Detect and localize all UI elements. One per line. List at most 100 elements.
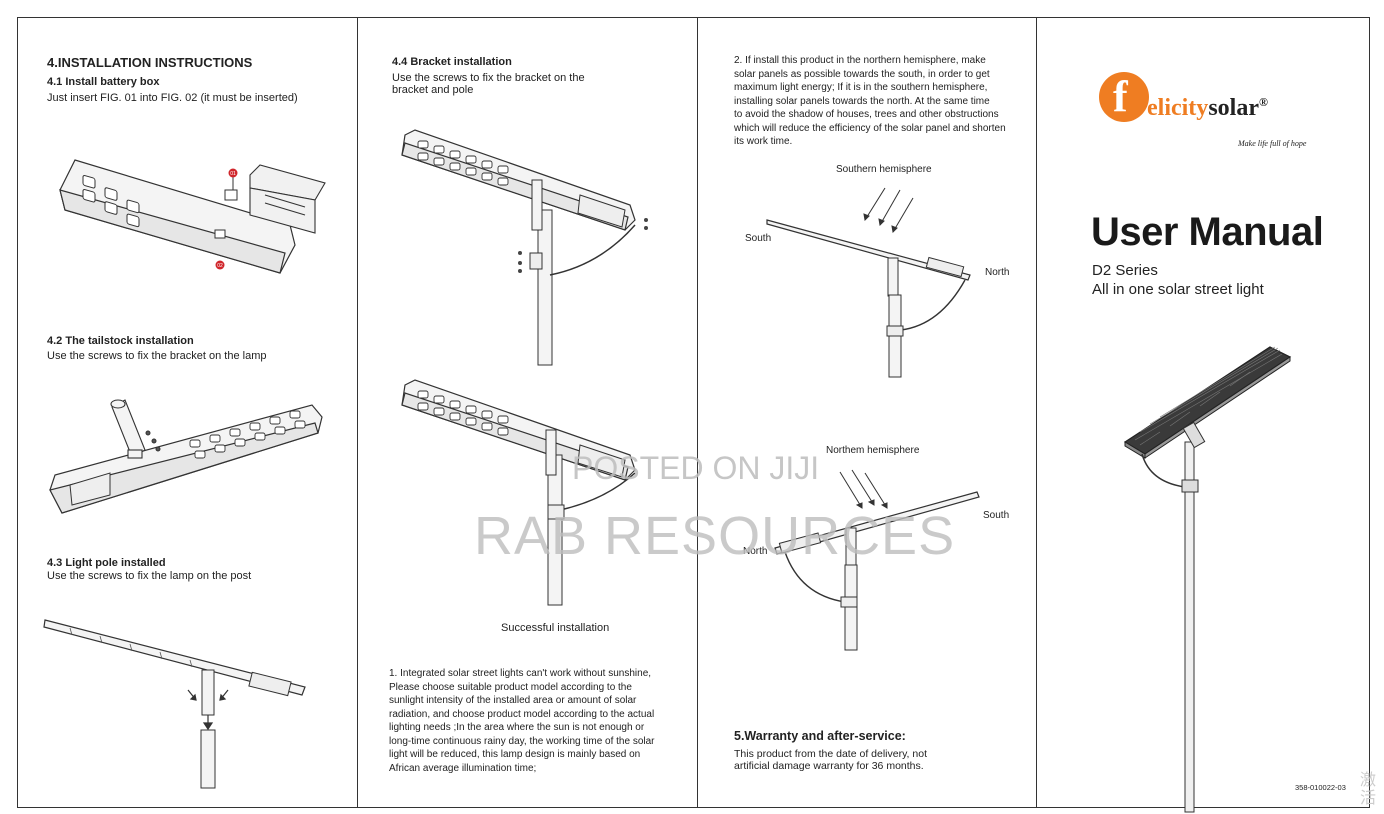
south-label-a: South <box>745 233 772 244</box>
section-4-2-text: Use the screws to fix the bracket on the… <box>47 350 267 362</box>
clamp <box>547 504 565 520</box>
note-1-line: radiation, and choose product model acco… <box>389 708 655 720</box>
manual-sheet <box>17 17 1370 808</box>
section-4-3-text: Use the screws to fix the lamp on the po… <box>47 570 252 582</box>
note-2: 2. If install this product in the northe… <box>734 54 1006 149</box>
brand-slogan: Make life full of hope <box>1238 139 1307 148</box>
bracket-arm <box>1141 453 1186 488</box>
battery-compartment <box>577 194 626 228</box>
warranty-title: 5.Warranty and after-service: <box>734 729 906 743</box>
tailstock <box>887 257 899 297</box>
marker-02-dot <box>215 260 225 270</box>
clamp <box>840 596 858 608</box>
led-modules <box>189 410 306 459</box>
battery-box <box>925 256 965 278</box>
section-4-1-text: Just insert FIG. 01 into FIG. 02 (it mus… <box>47 92 298 104</box>
bracket-arm <box>900 279 966 331</box>
connector <box>214 229 226 239</box>
panel-side <box>774 491 980 555</box>
tailstock <box>1182 421 1206 449</box>
tailstock <box>545 429 557 476</box>
plug <box>224 189 238 201</box>
note-2-line: maximum light energy; If it is in the so… <box>734 82 988 93</box>
northern-hemisphere-label: Northem hemisphere <box>826 445 920 456</box>
north-label-a: North <box>985 267 1010 278</box>
brand-logo-circle <box>1099 72 1149 122</box>
section-4-4-line2: bracket and pole <box>392 84 474 96</box>
bracket-arm <box>784 551 846 603</box>
watermark-posted-on-jiji: POSTED ON JIJI <box>572 450 820 486</box>
warranty-line1: This product from the date of delivery, … <box>734 748 927 760</box>
south-label-b: South <box>983 510 1010 521</box>
series-name: D2 Series <box>1092 262 1158 279</box>
sun-rays <box>863 187 914 234</box>
tailstock <box>201 669 215 716</box>
northern-hemisphere-diagram <box>774 469 980 651</box>
battery-box-illustration: 01 02 <box>59 159 326 274</box>
watermark-rab-resources: RAB RESOURCES <box>474 506 956 566</box>
note-2-line: solar panels as possible towards the sou… <box>734 68 990 80</box>
light-pole-illustration <box>43 619 306 789</box>
screws <box>518 218 648 273</box>
note-1: 1. Integrated solar street lights can't … <box>389 667 655 775</box>
note-1-line: light will be reduced, this lamp design … <box>389 749 641 760</box>
brand-logo: elicitysolar® <box>1147 95 1268 122</box>
bracket-illustration-top <box>401 129 648 366</box>
note-2-line: installing solar panels towards the nort… <box>734 95 990 107</box>
battery-compartment <box>577 444 626 478</box>
arrows <box>187 689 229 731</box>
note-1-line: Please choose suitable product model acc… <box>389 681 632 693</box>
note-2-line: its work time. <box>734 136 793 147</box>
screws <box>145 430 161 452</box>
brand-registered: ® <box>1258 95 1268 109</box>
document-code: 358-010022-03 <box>1295 783 1346 792</box>
marker-01-dot <box>228 168 238 178</box>
fins <box>69 627 193 668</box>
battery-box <box>248 671 292 697</box>
note-1-line: 1. Integrated solar street lights can't … <box>389 668 652 679</box>
brand-elicity: elicity <box>1147 95 1209 121</box>
led-modules <box>82 175 140 228</box>
post <box>200 729 216 789</box>
clamp <box>529 252 543 270</box>
clamp <box>886 325 904 337</box>
southern-hemisphere-label: Southern hemisphere <box>836 164 932 175</box>
note-1-line: African average illumination time; <box>389 762 537 774</box>
note-1-line: sunlight intensity of the installed area… <box>389 695 637 706</box>
panel-grid <box>1134 346 1283 446</box>
installation-heading: 4.INSTALLATION INSTRUCTIONS <box>47 55 253 70</box>
tailstock-illustration <box>49 399 323 514</box>
watermark-side-glyphs: 激 活 <box>1360 772 1377 807</box>
marker-02-label: 02 <box>217 263 223 269</box>
battery-box <box>778 532 822 554</box>
battery-box <box>249 164 326 234</box>
section-4-4-line1: Use the screws to fix the bracket on the <box>392 72 585 84</box>
battery-compartment <box>69 472 111 506</box>
tailstock-bracket <box>110 399 146 459</box>
tailstock <box>531 179 543 231</box>
lamp-body <box>49 404 323 514</box>
section-4-3-title: 4.3 Light pole installed <box>47 557 166 569</box>
street-light-product-illustration <box>1123 346 1292 813</box>
note-1-line: lighting needs ;In the area where the su… <box>389 722 645 733</box>
brand-solar: solar <box>1208 95 1259 121</box>
sun-rays <box>839 469 888 509</box>
bracket-arm <box>549 224 636 276</box>
section-4-1-title: 4.1 Install battery box <box>47 76 160 88</box>
clamp <box>1181 479 1199 493</box>
warranty-line2: artificial damage warranty for 36 months… <box>734 760 924 772</box>
note-2-line: which will reduce the efficiency of the … <box>734 122 1006 134</box>
pole <box>537 209 553 366</box>
panel-divider-1 <box>357 17 358 808</box>
panel-divider-2 <box>697 17 698 808</box>
section-4-4-title: 4.4 Bracket installation <box>392 56 512 68</box>
panel-side <box>766 219 971 281</box>
panel-divider-3 <box>1036 17 1037 808</box>
pole <box>1184 441 1195 813</box>
note-2-line: to avoid the shadow of houses, trees and… <box>734 109 999 120</box>
successful-installation-caption: Successful installation <box>501 622 610 634</box>
product-name: All in one solar street light <box>1092 281 1264 298</box>
north-label-b: North <box>743 546 768 557</box>
page-title: User Manual <box>1091 210 1324 254</box>
southern-hemisphere-diagram <box>766 187 971 378</box>
